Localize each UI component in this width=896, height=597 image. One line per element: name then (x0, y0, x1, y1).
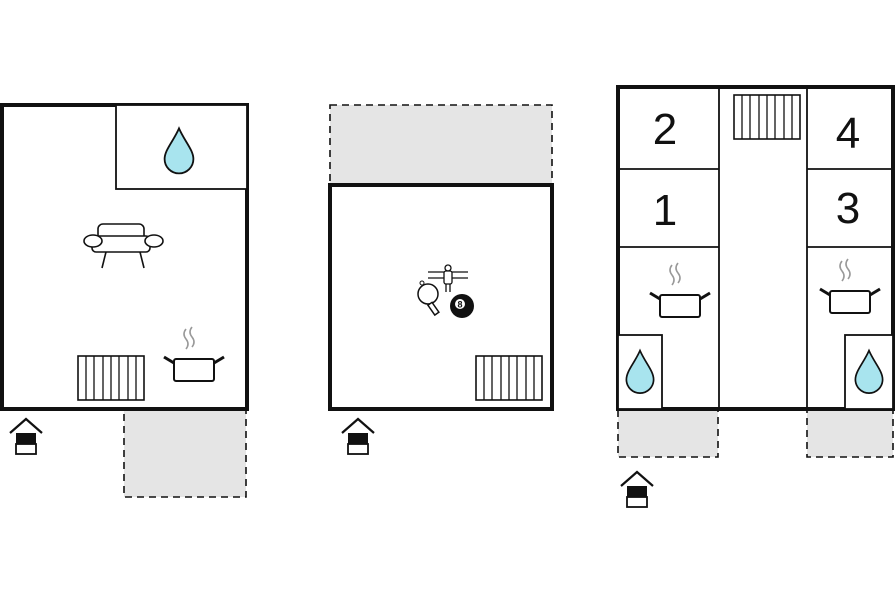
floor-2: 8 (328, 104, 554, 456)
terrace-floor-1 (123, 408, 247, 498)
floor-3: 2 1 4 3 (616, 85, 895, 509)
radiator-icon (77, 355, 145, 401)
room-number-2: 2 (653, 105, 677, 154)
billiard-ball-number: 8 (457, 300, 462, 310)
floor-3-outer-wall (616, 85, 895, 411)
terrace-floor-3-left (617, 408, 719, 458)
table-tennis-icon (417, 280, 440, 317)
room-number-4: 4 (836, 109, 860, 158)
terrace-floor-2 (329, 104, 553, 186)
billiard-ball-icon: 8 (450, 294, 474, 318)
entrance-icon (619, 470, 655, 509)
entrance-icon (8, 417, 44, 456)
room-number-1: 1 (653, 186, 677, 235)
room-number-3: 3 (836, 184, 860, 233)
sofa-icon (83, 223, 164, 269)
floor-1 (0, 103, 249, 498)
terrace-floor-3-right (806, 408, 894, 458)
foosball-icon (428, 264, 468, 292)
radiator-icon (733, 94, 801, 140)
entrance-icon (340, 417, 376, 456)
radiator-icon (475, 355, 543, 401)
